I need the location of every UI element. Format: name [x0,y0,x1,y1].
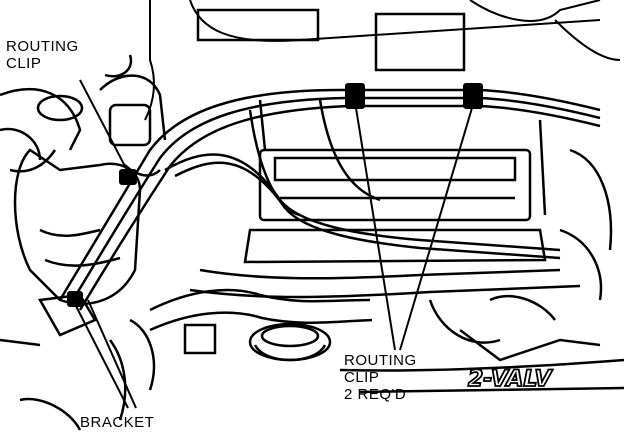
routing-clip-left-marker [119,169,137,185]
routing-clip-right-marker-1 [345,83,365,109]
routing-clip-right-line-3: 2 REQ'D [344,386,407,403]
routing-clip-markers [67,83,483,307]
front-rail [339,148,624,394]
upper-left-components [99,54,167,177]
routing-clip-left-line-1: ROUTING [6,38,79,55]
routing-clip-left-label: ROUTING CLIP [6,38,79,72]
routing-clip-right-label: ROUTING CLIP 2 REQ'D [344,352,417,403]
leader-routing-clip-left [79,79,129,173]
bracket-label: BRACKET [80,414,155,431]
leader-routing-clip-right-1 [355,107,396,351]
leader-bracket [75,305,129,409]
routing-clip-left-line-2: CLIP [6,55,42,72]
leader-bracket-2 [87,299,137,409]
routing-clip-right-line-2: CLIP [344,369,380,386]
engine-bay-outline [144,0,621,121]
engine-marking: 2-VALV [468,367,553,392]
coolant-reservoir [0,87,142,305]
leader-routing-clip-right-2 [399,107,473,351]
leader-lines [75,79,473,409]
engine-block [189,99,581,299]
routing-clip-right-line-1: ROUTING [344,352,417,369]
lower-hoses [149,288,601,362]
bracket-marker [67,291,83,307]
lower-left-bracket-area [0,293,156,431]
routing-clip-right-marker-2 [463,83,483,109]
radiator-cap [248,322,332,362]
